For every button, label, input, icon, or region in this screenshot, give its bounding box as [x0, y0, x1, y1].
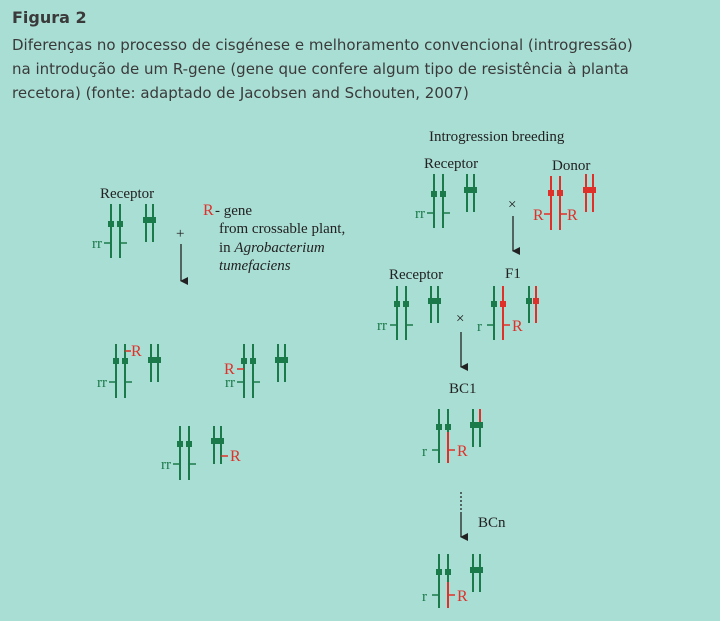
svg-text:R: R — [131, 343, 142, 360]
left-receptor-chromosomes: rr — [92, 204, 156, 258]
donor-label: Donor — [552, 158, 590, 174]
bcn-chromosomes: r R — [422, 554, 483, 608]
svg-text:R: R — [230, 448, 241, 465]
svg-text:rr: rr — [415, 206, 425, 222]
cross-symbol-2: × — [456, 311, 464, 327]
host-species: tumefaciens — [219, 258, 291, 274]
bc1-chromosomes: r R — [422, 409, 483, 463]
svg-text:r: r — [422, 444, 427, 460]
svg-text:r: r — [477, 319, 482, 335]
svg-text:R: R — [567, 207, 578, 224]
bc1-label: BC1 — [449, 381, 477, 397]
bcn-label: BCn — [478, 515, 506, 531]
svg-text:R: R — [457, 443, 468, 460]
svg-text:rr: rr — [377, 318, 387, 334]
receptor-2-label: Receptor — [389, 267, 443, 283]
chromosome-pair-2 — [143, 204, 156, 242]
plus-sign: + — [176, 226, 184, 242]
receptor-2-chromosomes: rr — [377, 286, 441, 340]
f1-label: F1 — [505, 266, 521, 282]
cross-symbol-1: × — [508, 197, 516, 213]
svg-text:r: r — [422, 589, 427, 605]
r-gene-marker: R — [203, 202, 214, 219]
host-prefix: in — [219, 240, 234, 256]
left-outcome-3: rr R — [161, 426, 241, 480]
left-outcome-2: R rr — [224, 344, 288, 398]
f1-chromosomes: r R — [477, 286, 539, 340]
chromosome-pair-rr: rr — [92, 204, 127, 258]
svg-text:R: R — [457, 588, 468, 605]
svg-text:R: R — [533, 207, 544, 224]
svg-text:rr: rr — [97, 375, 107, 391]
introgression-title: Introgression breeding — [429, 129, 565, 145]
left-receptor-label: Receptor — [100, 186, 154, 202]
r-gene-host-line: in Agrobacterium — [219, 240, 325, 256]
allele-label-rr: rr — [92, 236, 102, 252]
donor-chromosomes: R R — [533, 174, 596, 230]
svg-text:rr: rr — [225, 375, 235, 391]
svg-text:rr: rr — [161, 457, 171, 473]
left-outcome-1: R rr — [97, 343, 161, 398]
receptor-1-chromosomes: rr — [415, 174, 477, 228]
host-genus: Agrobacterium — [233, 240, 324, 256]
r-gene-source-line: from crossable plant, — [219, 221, 345, 237]
r-gene-desc: - gene — [215, 203, 252, 219]
right-receptor-label: Receptor — [424, 156, 478, 172]
svg-text:R: R — [512, 318, 523, 335]
